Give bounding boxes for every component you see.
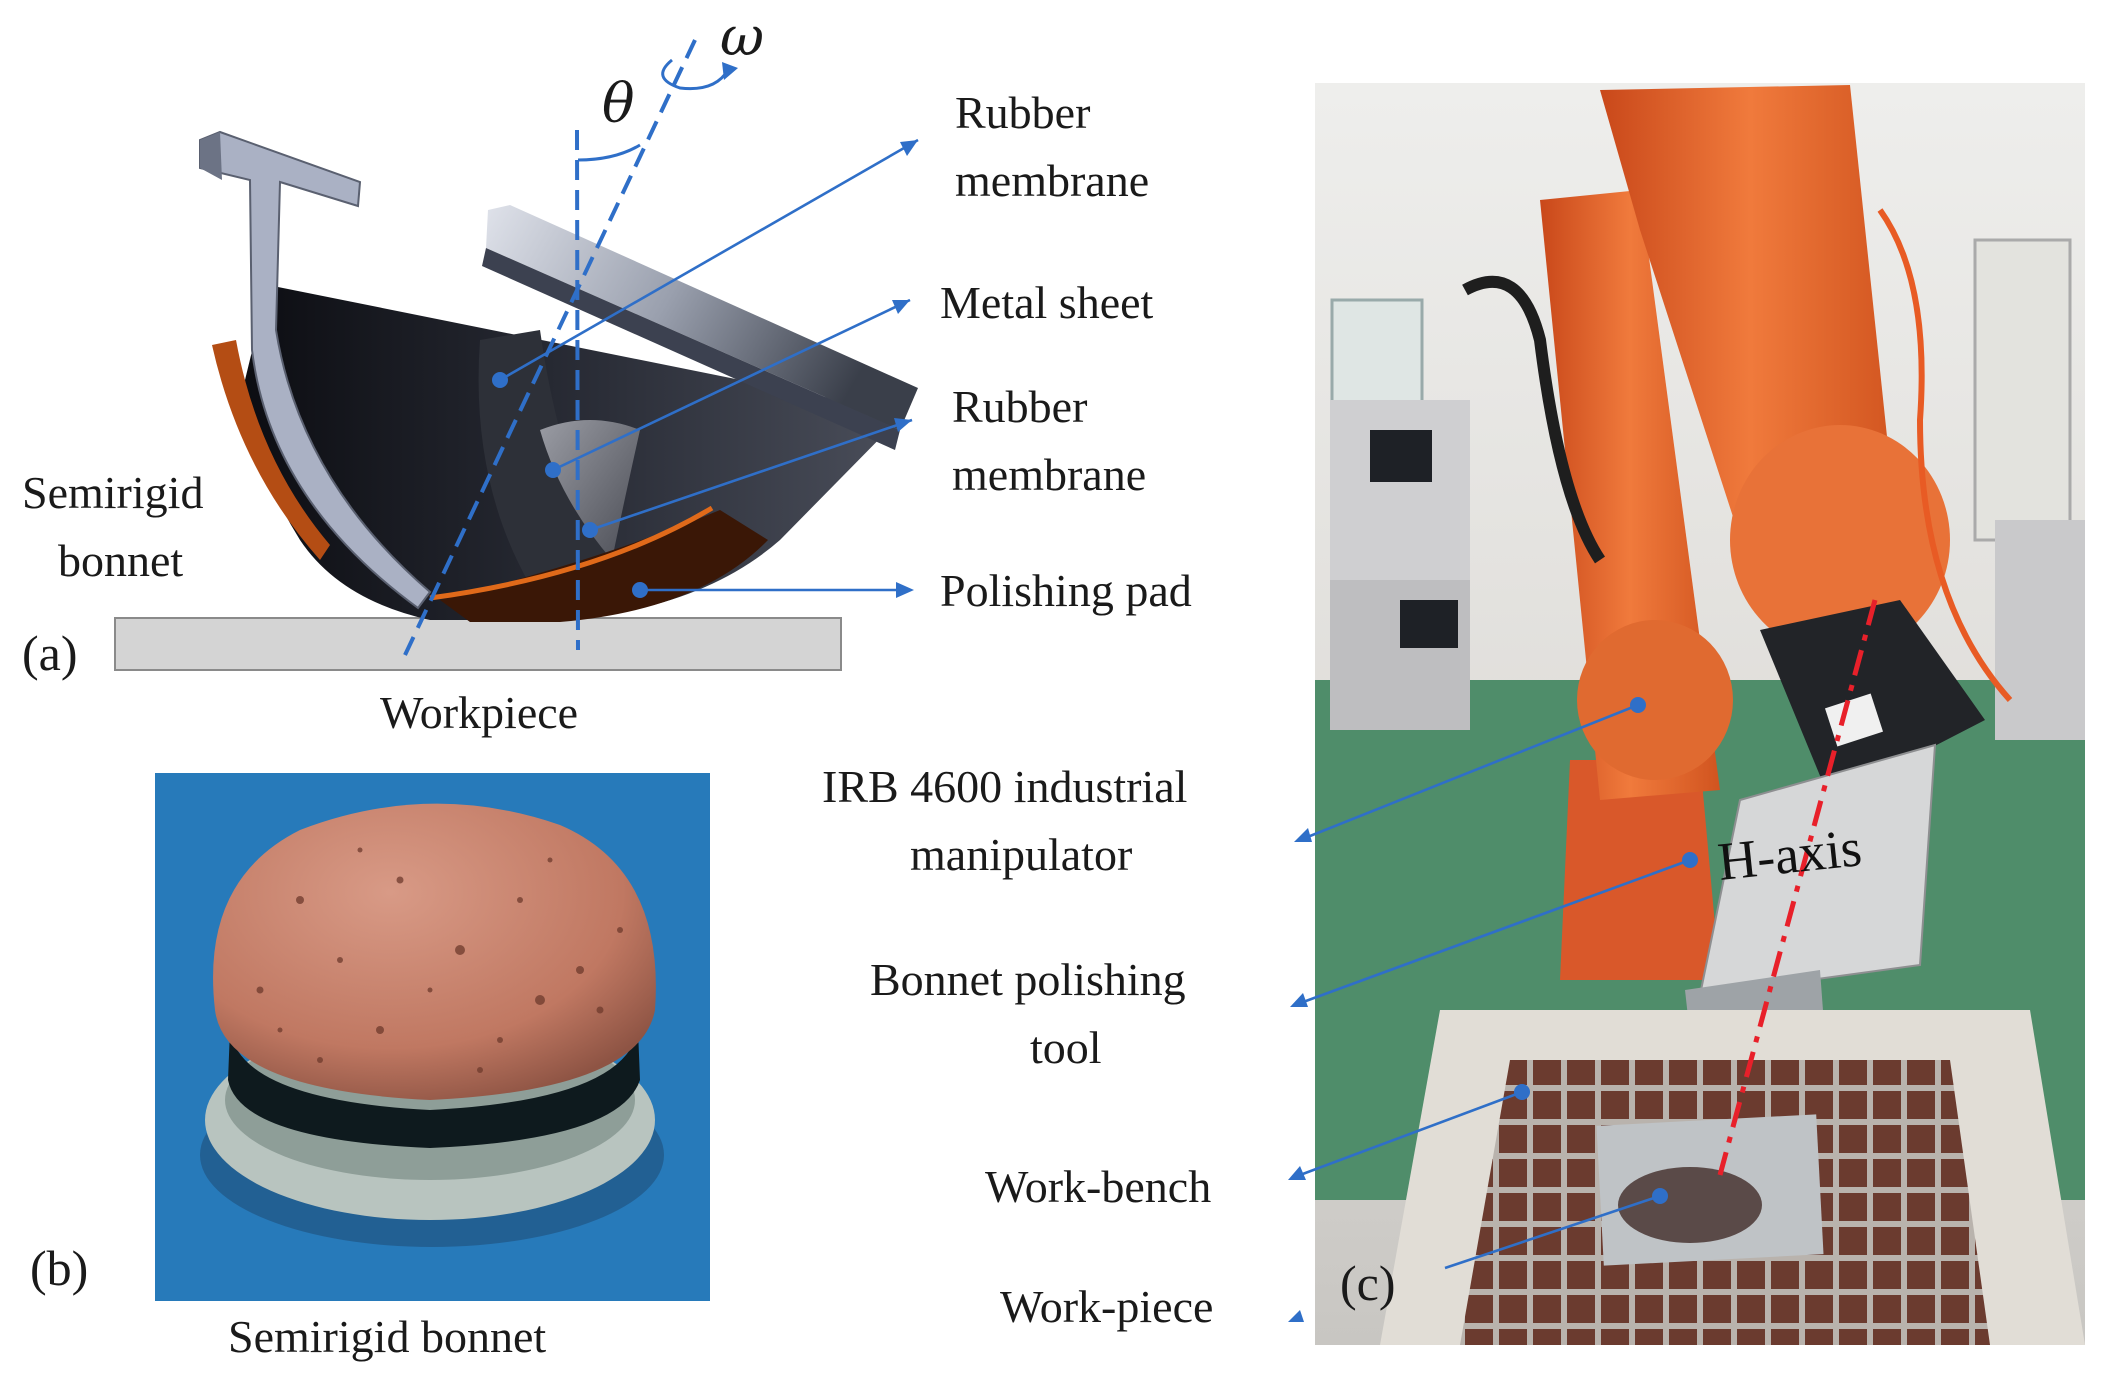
arrowhead-rubber-membrane-bottom <box>894 418 912 432</box>
label-rubber-membrane-top-2: membrane <box>955 155 1149 206</box>
h-axis-housing <box>1698 743 1937 997</box>
h-axis-label: H-axis <box>1715 817 1864 892</box>
panel-a-schematic: θ ω Rubber membrane Metal sheet Rubber m… <box>22 5 1192 738</box>
robot-cable <box>1462 275 1606 564</box>
label-bonnet-tool-2: tool <box>1030 1022 1102 1073</box>
leader-work-bench <box>1291 1090 1523 1180</box>
theta-arc <box>577 143 641 162</box>
label-work-piece: Work-piece <box>1000 1281 1213 1332</box>
arrowhead-manipulator <box>1294 828 1312 842</box>
photo-c-window-right <box>1973 238 2072 542</box>
left-bracket-face <box>200 132 222 180</box>
polishing-pad-shape <box>440 510 768 622</box>
label-rubber-membrane-bottom-2: membrane <box>952 449 1146 500</box>
panel-label-b: (b) <box>30 1240 88 1296</box>
panel-label-a: (a) <box>22 625 78 681</box>
metal-sheet-shape <box>540 420 640 560</box>
top-flange-rim <box>482 248 900 450</box>
arrowhead-work-piece <box>1288 1310 1304 1322</box>
work-piece-disc <box>1618 1167 1762 1243</box>
photo-c-cabinet-2-screen <box>1400 600 1458 648</box>
arrowhead-metal-sheet <box>892 300 910 314</box>
photo-c-cabinet-1-screen <box>1370 430 1432 482</box>
arrowhead-polishing-pad <box>896 582 914 598</box>
workpiece-slab <box>114 617 842 671</box>
tilted-axis <box>403 39 697 656</box>
bonnet-pad-pores <box>256 847 623 1073</box>
dot-polishing-pad <box>632 582 648 598</box>
caption-semirigid-bonnet: Semirigid bonnet <box>228 1311 546 1362</box>
label-bonnet-tool-1: Bonnet polishing <box>870 954 1186 1005</box>
arrowhead-rubber-membrane-top <box>900 140 918 156</box>
omega-symbol: ω <box>720 5 764 68</box>
photo-c-cabinet-right <box>1995 520 2085 740</box>
leader-bonnet-tool <box>1294 858 1691 1007</box>
leader-rubber-membrane-bottom <box>589 418 913 532</box>
top-flange <box>486 205 918 430</box>
dot-metal-sheet <box>545 462 561 478</box>
robot-base <box>1560 760 1720 980</box>
arrowhead-bonnet-tool <box>1290 993 1308 1007</box>
panel-c-photo: H-axis IRB 4600 industrial manipulator B… <box>822 83 2085 1345</box>
dot-bonnet-tool <box>1682 852 1698 868</box>
h-axis-line <box>1717 599 1878 1176</box>
robot-shoulder-joint <box>1577 620 1733 780</box>
left-bracket <box>199 130 432 610</box>
label-workpiece: Workpiece <box>380 687 578 738</box>
robot-elbow-joint <box>1730 425 1950 655</box>
label-rubber-membrane-bottom-1: Rubber <box>952 381 1087 432</box>
theta-symbol: θ <box>602 72 635 135</box>
dot-work-bench <box>1514 1084 1530 1100</box>
leader-work-piece <box>1444 1194 1661 1270</box>
label-semirigid-bonnet-2: bonnet <box>58 535 183 586</box>
leader-manipulator <box>1299 703 1639 842</box>
label-manipulator-2: manipulator <box>910 829 1132 880</box>
motor-label <box>1824 693 1884 747</box>
omega-arrowhead <box>722 62 738 80</box>
label-manipulator-1: IRB 4600 industrial <box>822 761 1187 812</box>
panel-label-c: (c) <box>1340 1255 1396 1311</box>
leader-metal-sheet <box>552 298 911 472</box>
left-pad-edge <box>212 340 330 560</box>
panel-b-photo: (b) Semirigid bonnet <box>30 773 710 1362</box>
label-semirigid-bonnet-1: Semirigid <box>22 467 203 518</box>
polishing-pad-orange-edge <box>429 505 714 601</box>
label-metal-sheet: Metal sheet <box>940 277 1154 328</box>
label-polishing-pad: Polishing pad <box>940 565 1192 616</box>
bonnet-pad-dome <box>213 803 656 1100</box>
bonnet-black-band <box>228 1030 640 1148</box>
label-work-bench: Work-bench <box>985 1161 1211 1212</box>
omega-rotation-arrow <box>661 58 730 91</box>
robot-cable-right <box>1877 208 2013 703</box>
dot-rubber-membrane-top <box>492 372 508 388</box>
dot-manipulator <box>1630 697 1646 713</box>
dot-work-piece <box>1652 1188 1668 1204</box>
label-rubber-membrane-top-1: Rubber <box>955 87 1090 138</box>
arrowhead-work-bench <box>1288 1166 1306 1180</box>
dot-rubber-membrane-bottom <box>582 522 598 538</box>
leader-rubber-membrane-top <box>499 138 919 382</box>
vertical-axis <box>575 129 580 651</box>
